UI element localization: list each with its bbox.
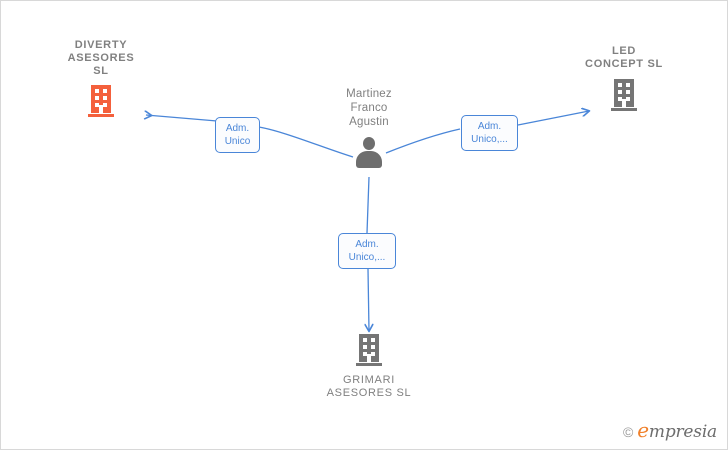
node-grimari-icon-wrap xyxy=(304,334,434,366)
edge-line-led xyxy=(385,128,461,154)
node-grimari[interactable]: GRIMARI ASESORES SL xyxy=(304,334,434,400)
node-grimari-label: GRIMARI ASESORES SL xyxy=(326,374,412,399)
building-icon xyxy=(88,85,114,117)
brand-name: empresia xyxy=(637,420,717,442)
copyright-icon: © xyxy=(622,423,634,440)
node-person-label: Martinez Franco Agustin xyxy=(346,88,392,128)
edge-line-diverty xyxy=(258,126,354,158)
node-led-concept-label: LED CONCEPT SL xyxy=(585,45,663,70)
edge-line-grimari-tail xyxy=(368,268,369,331)
empresia-watermark: © empresia xyxy=(622,420,717,442)
node-person-center[interactable]: Martinez Franco Agustin xyxy=(304,87,434,169)
building-icon xyxy=(356,334,382,366)
node-diverty-label: DIVERTY ASESORES SL xyxy=(67,39,135,77)
brand-initial: e xyxy=(637,418,649,442)
node-diverty[interactable]: DIVERTY ASESORES SL xyxy=(36,39,166,117)
edge-label-diverty[interactable]: Adm. Unico xyxy=(215,117,260,153)
node-led-concept-icon-wrap xyxy=(559,79,689,111)
edge-label-grimari[interactable]: Adm. Unico,... xyxy=(338,233,396,269)
node-led-concept[interactable]: LED CONCEPT SL xyxy=(559,45,689,111)
edge-line-led-tail xyxy=(517,111,589,126)
edge-label-led-concept[interactable]: Adm. Unico,... xyxy=(461,115,518,151)
edge-line-diverty-tail xyxy=(146,115,218,122)
person-icon xyxy=(352,137,386,169)
edge-line-grimari xyxy=(366,176,370,234)
node-diverty-icon-wrap xyxy=(36,85,166,117)
building-icon xyxy=(611,79,637,111)
brand-rest: mpresia xyxy=(648,422,717,442)
node-person-icon-wrap xyxy=(304,137,434,169)
